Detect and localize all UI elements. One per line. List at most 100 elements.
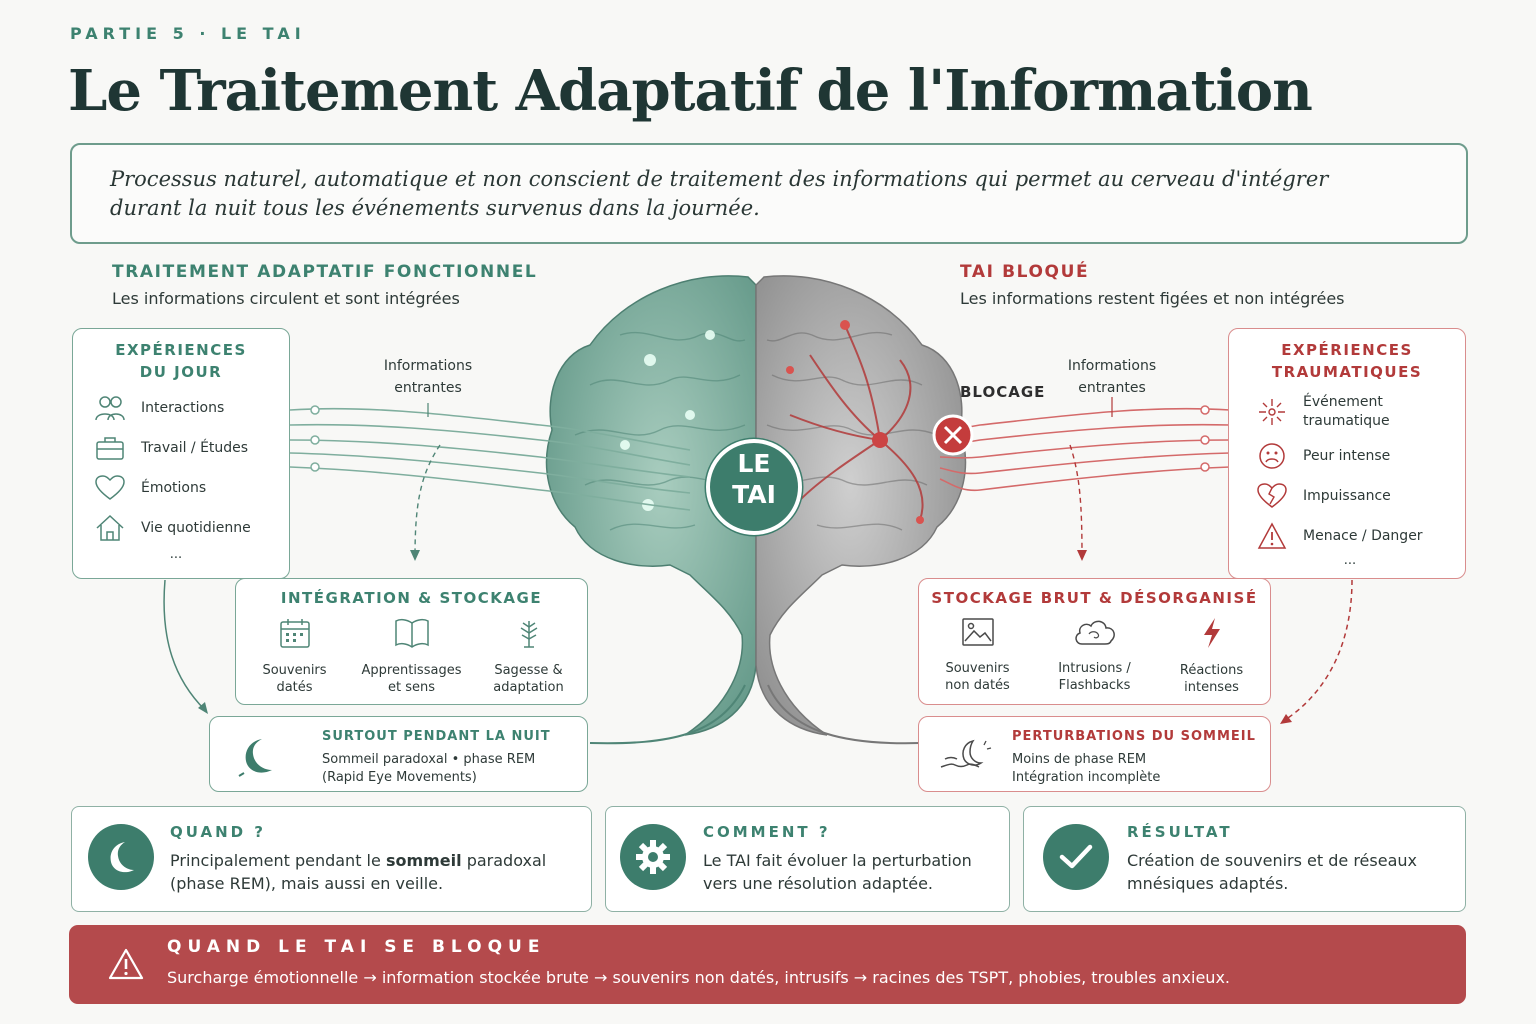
result-line1: Création de souvenirs et de réseaux — [1127, 851, 1417, 870]
badge-line2: TAI — [732, 480, 776, 509]
moon-icon — [236, 735, 276, 781]
title-line2: DU JOUR — [139, 363, 223, 381]
heart-icon — [95, 473, 125, 503]
list-item: Émotions — [95, 473, 289, 503]
grid-item: Souvenirs datés — [236, 617, 353, 696]
right-flow-arrow — [1280, 580, 1353, 724]
moon-cloud-icon — [939, 737, 993, 779]
tai-center-badge: LE TAI — [706, 439, 802, 535]
warning-icon — [1257, 521, 1287, 551]
blockage-label: BLOCAGE — [960, 383, 1046, 401]
broken-heart-icon — [1257, 481, 1287, 511]
house-icon — [95, 513, 125, 543]
sleep-title: PERTURBATIONS DU SOMMEIL — [1012, 729, 1256, 744]
page-title: Le Traitement Adaptatif de l'Information — [68, 58, 1313, 124]
item-line2: datés — [276, 680, 313, 695]
result-card: RÉSULTAT Création de souvenirs et de rés… — [1023, 806, 1466, 912]
left-flow-arrow — [163, 580, 208, 714]
result-title: RÉSULTAT — [1127, 823, 1233, 841]
item-label: Menace / Danger — [1303, 528, 1423, 544]
grid-item: Souvenirs non datés — [919, 617, 1036, 696]
item-line2: non datés — [945, 678, 1010, 693]
tree-icon — [513, 617, 545, 662]
section-eyebrow: PARTIE 5 · LE TAI — [70, 24, 306, 43]
image-icon — [961, 617, 995, 660]
list-item: Vie quotidienne — [95, 513, 289, 543]
how-text: Le TAI fait évoluer la perturbation vers… — [703, 849, 972, 895]
item-line1: Souvenirs — [262, 663, 327, 678]
result-text: Création de souvenirs et de réseaux mnés… — [1127, 849, 1417, 895]
when-text-bold: sommeil — [385, 851, 462, 870]
grid-item: Réactions intenses — [1153, 617, 1270, 696]
item-line1: Sagesse & — [494, 663, 563, 678]
list-item: Interactions — [95, 393, 289, 423]
how-title: COMMENT ? — [703, 823, 831, 841]
right-subheading: Les informations restent figées et non i… — [960, 289, 1345, 308]
grid-item: Intrusions / Flashbacks — [1036, 617, 1153, 696]
right-incoming-label: Informations entrantes — [1054, 355, 1170, 399]
cloud-icon — [1072, 617, 1118, 660]
item-line1: Souvenirs — [945, 661, 1010, 676]
when-card: QUAND ? Principalement pendant le sommei… — [71, 806, 592, 912]
night-text: Sommeil paradoxal • phase REM (Rapid Eye… — [322, 751, 535, 787]
sleep-line1: Moins de phase REM — [1012, 752, 1147, 767]
item-label: Impuissance — [1303, 488, 1391, 504]
right-heading: TAI BLOQUÉ — [960, 262, 1090, 282]
calendar-icon — [279, 617, 311, 662]
incoming-line1: Informations — [383, 358, 473, 374]
brain-illustration — [290, 275, 1230, 745]
card-title: INTÉGRATION & STOCKAGE — [280, 589, 543, 607]
item-line1: Apprentissages — [361, 663, 462, 678]
gear-icon — [620, 824, 686, 890]
item-label: Peur intense — [1303, 448, 1391, 464]
item-line1: Intrusions / — [1058, 661, 1131, 676]
when-text-a: Principalement pendant le — [170, 851, 386, 870]
check-icon — [1043, 824, 1109, 890]
briefcase-icon — [95, 433, 125, 463]
card-title: EXPÉRIENCES DU JOUR — [73, 339, 289, 383]
item-line1: Réactions — [1179, 663, 1244, 678]
item-line2: et sens — [387, 680, 435, 695]
incoming-line2: entrantes — [394, 380, 462, 396]
daily-experiences-card: EXPÉRIENCES DU JOUR Interactions Travail… — [72, 328, 290, 579]
when-line2: (phase REM), mais aussi en veille. — [170, 874, 444, 893]
lightning-icon — [1200, 617, 1224, 662]
warning-banner: QUAND LE TAI SE BLOQUE Surcharge émotion… — [69, 925, 1466, 1004]
sleep-line2: Intégration incomplète — [1012, 770, 1161, 785]
definition-text: Processus naturel, automatique et non co… — [110, 167, 1329, 220]
when-text-b: paradoxal — [461, 851, 547, 870]
incoming-line2: entrantes — [1078, 380, 1146, 396]
night-line2: (Rapid Eye Movements) — [322, 770, 477, 785]
list-item: Peur intense — [1257, 441, 1465, 471]
night-title: SURTOUT PENDANT LA NUIT — [322, 729, 551, 744]
when-title: QUAND ? — [170, 823, 267, 841]
item-label: Interactions — [141, 400, 225, 416]
incoming-line1: Informations — [1067, 358, 1157, 374]
left-incoming-label: Informations entrantes — [370, 355, 486, 399]
night-line1: Sommeil paradoxal • phase REM — [322, 752, 536, 767]
item-label: Émotions — [141, 480, 207, 496]
grid-item: Apprentissages et sens — [353, 617, 470, 696]
grid-item: Sagesse & adaptation — [470, 617, 587, 696]
item-line2: intenses — [1184, 680, 1239, 695]
sleep-text: Moins de phase REM Intégration incomplèt… — [1012, 751, 1160, 787]
list-item: Menace / Danger — [1257, 521, 1465, 551]
item-label: Vie quotidienne — [141, 520, 251, 536]
sad-face-icon — [1257, 441, 1287, 471]
card-title: STOCKAGE BRUT & DÉSORGANISÉ — [931, 589, 1258, 607]
left-subheading: Les informations circulent et sont intég… — [112, 289, 460, 308]
integration-card: INTÉGRATION & STOCKAGE Souvenirs datés A… — [235, 578, 588, 705]
more-indicator: ... — [169, 547, 183, 562]
night-card: SURTOUT PENDANT LA NUIT Sommeil paradoxa… — [209, 716, 588, 792]
book-icon — [394, 617, 430, 662]
banner-text: Surcharge émotionnelle → information sto… — [167, 968, 1230, 987]
how-card: COMMENT ? Le TAI fait évoluer la perturb… — [605, 806, 1010, 912]
card-title: EXPÉRIENCES TRAUMATIQUES — [1229, 339, 1465, 383]
title-line1: EXPÉRIENCES — [1281, 341, 1413, 359]
definition-box: Processus naturel, automatique et non co… — [70, 143, 1468, 244]
left-heading: TRAITEMENT ADAPTATIF FONCTIONNEL — [112, 262, 538, 282]
burst-icon — [1257, 397, 1287, 427]
when-text: Principalement pendant le sommeil parado… — [170, 849, 546, 895]
people-icon — [95, 393, 125, 423]
